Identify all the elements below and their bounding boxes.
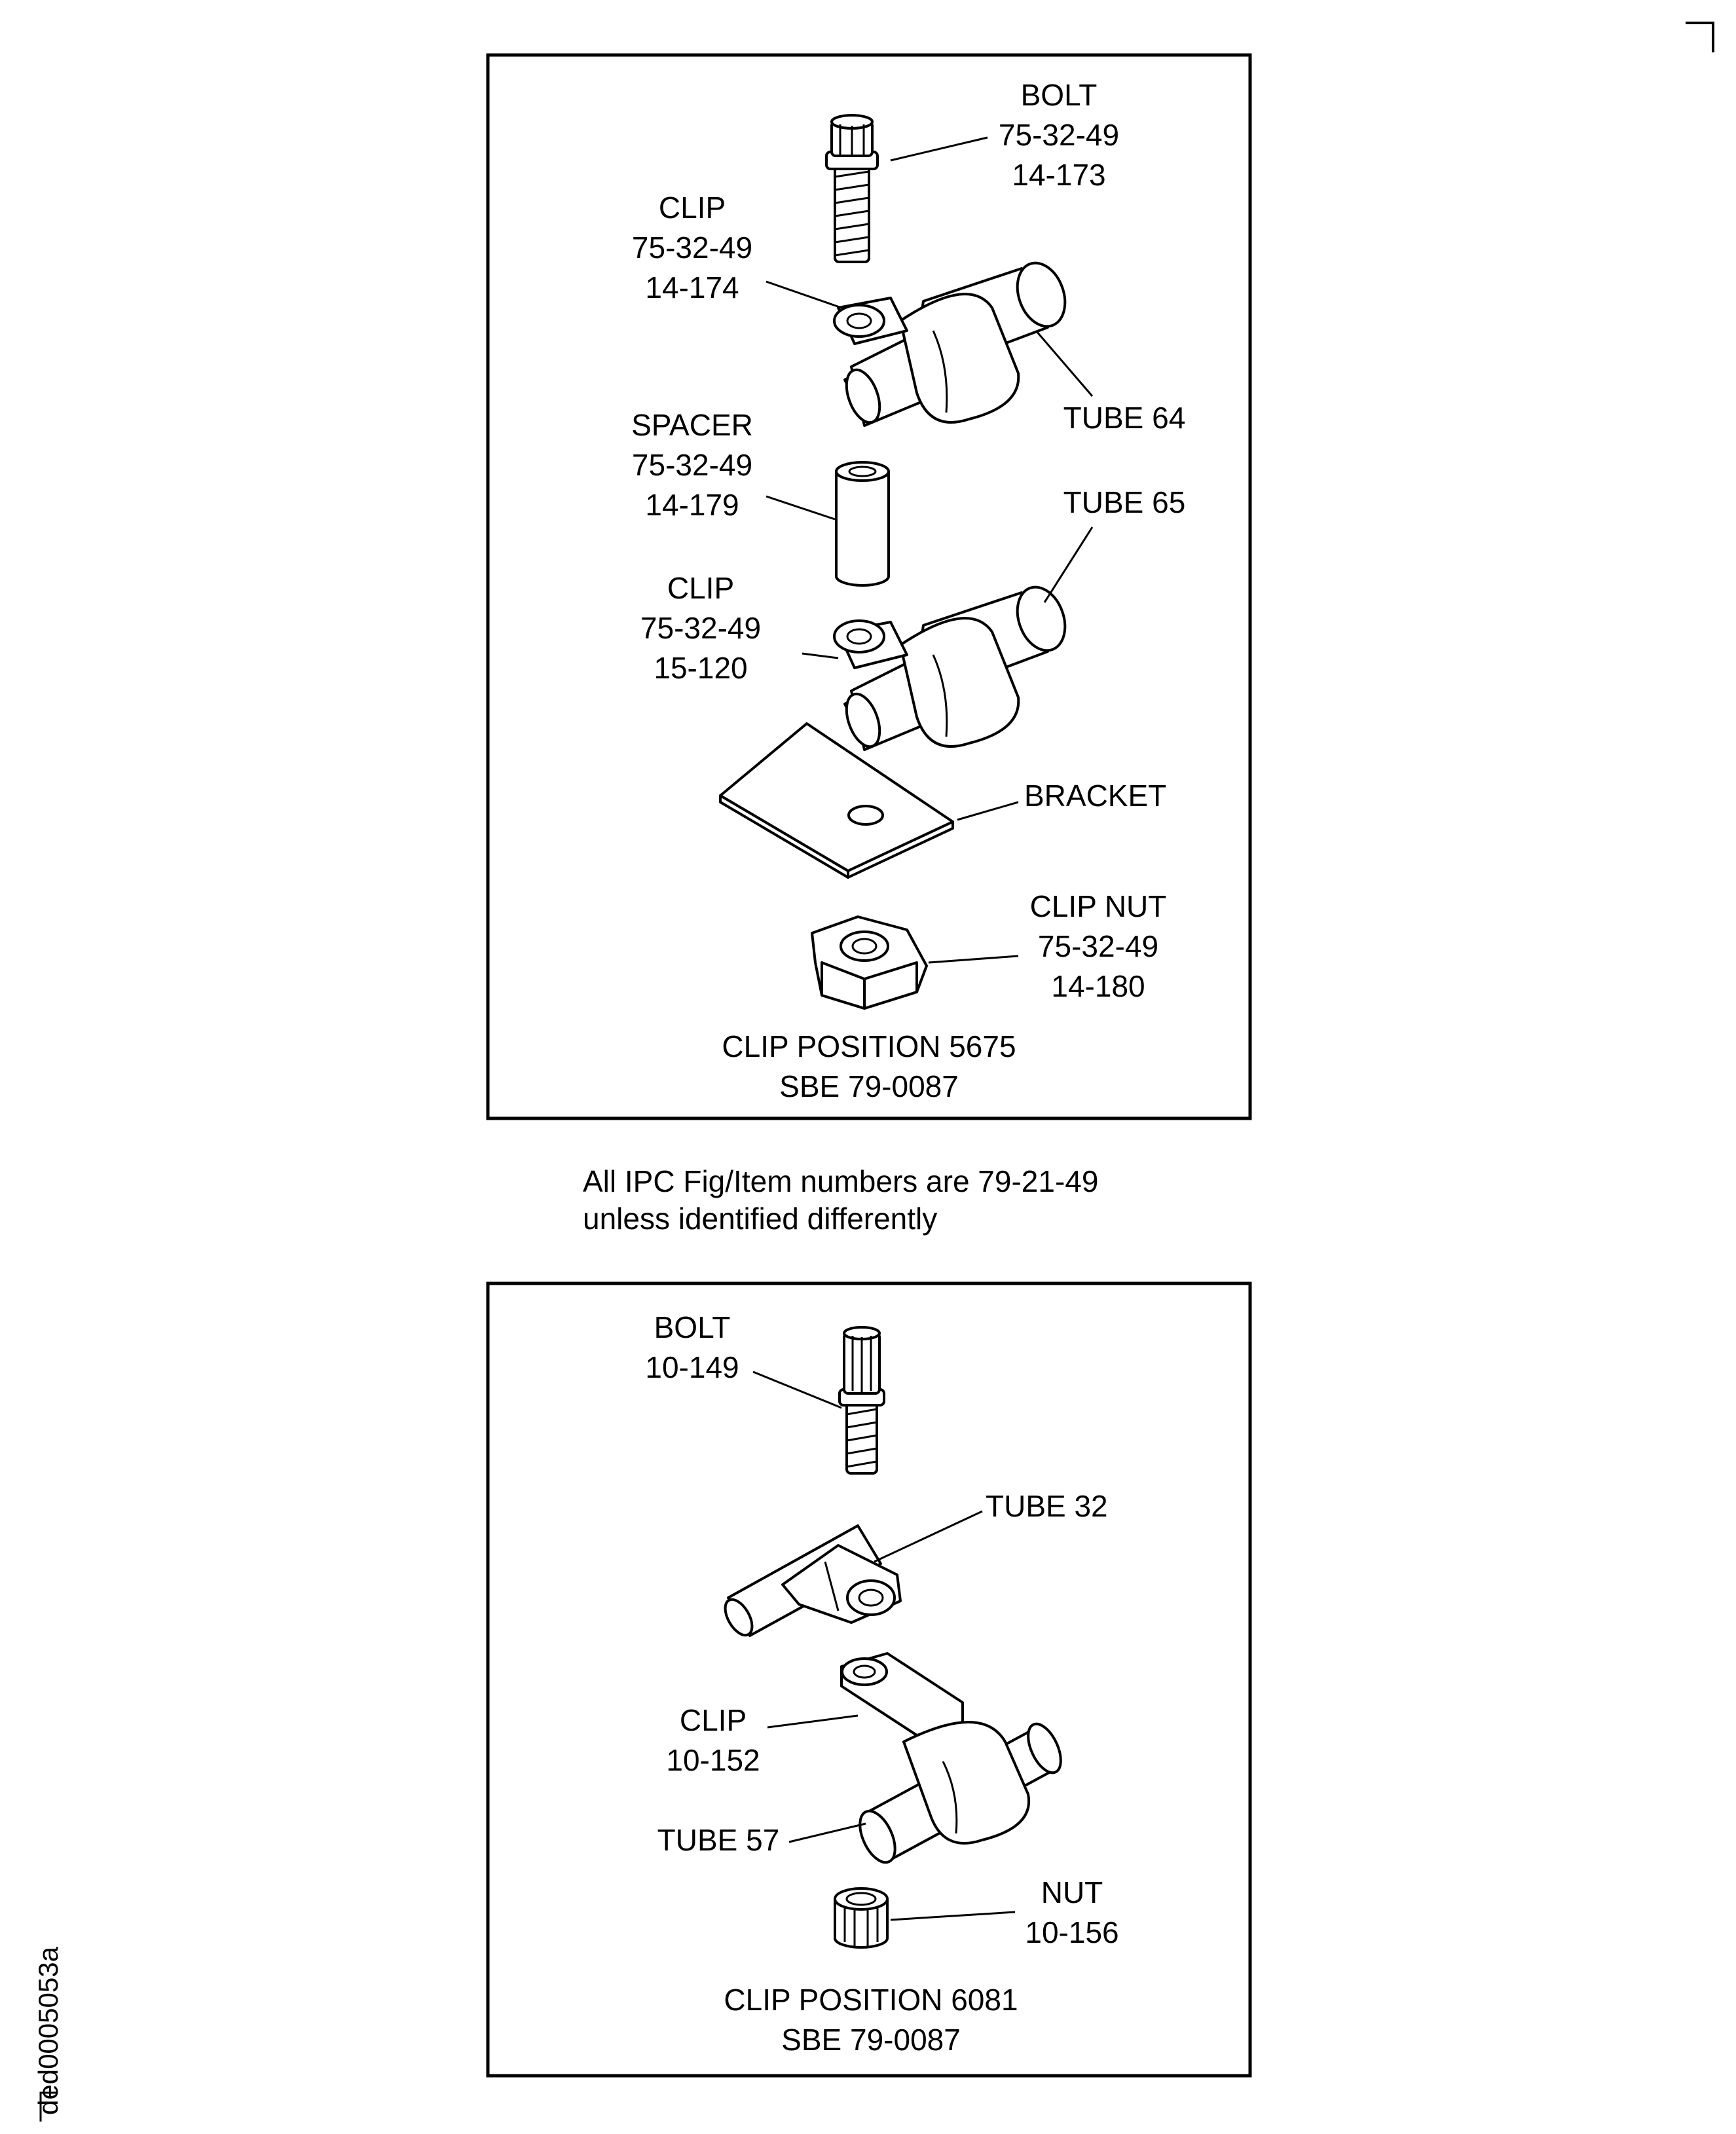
- caption-lower-position: CLIP POSITION 6081: [724, 1983, 1018, 2017]
- label-clip-upper: CLIP 75-32-49 14-174: [632, 191, 752, 304]
- label-clip-nut: CLIP NUT 75-32-49 14-180: [1030, 889, 1167, 1003]
- caption-lower-sbe: SBE 79-0087: [781, 2023, 961, 2057]
- spacer-item: 14-179: [645, 488, 739, 522]
- leader-clip-lower: [802, 652, 839, 659]
- leader-spacer: [766, 495, 836, 521]
- corner-crop-mark: [1686, 22, 1714, 52]
- clip-upper-item: 14-174: [645, 270, 739, 304]
- leader-tube-64: [1035, 330, 1094, 397]
- clip-lower-panel-name: CLIP: [680, 1703, 747, 1737]
- bolt-upper-fig: 75-32-49: [999, 118, 1119, 152]
- bolt-upper-name: BOLT: [1021, 78, 1098, 112]
- leader-bracket: [957, 801, 1019, 821]
- clip-lower-item: 15-120: [654, 651, 747, 685]
- clip-lower-panel-drawing: [840, 1652, 1062, 1864]
- clip-nut-item: 14-180: [1051, 969, 1145, 1003]
- caption-upper: CLIP POSITION 5675 SBE 79-0087: [722, 1029, 1016, 1103]
- bolt-upper-item: 14-173: [1012, 158, 1105, 192]
- lower-panel-frame: [486, 1281, 1252, 2078]
- leader-tube-65: [1043, 526, 1094, 603]
- bolt-upper-drawing: [825, 114, 879, 263]
- lower-panel: BOLT 10-149 TUBE 32 CLIP 10-152 TUBE 57 …: [486, 1281, 1252, 2078]
- nut-item: 10-156: [1025, 1915, 1118, 1949]
- label-bolt-upper: BOLT 75-32-49 14-173: [999, 78, 1119, 192]
- label-tube-64: TUBE 64: [1063, 401, 1186, 435]
- upper-panel-frame: [486, 53, 1252, 1120]
- leader-clip-upper: [766, 280, 842, 309]
- clip-lower-panel-item: 10-152: [666, 1743, 760, 1777]
- label-clip-lower-panel: CLIP 10-152: [666, 1703, 760, 1777]
- leader-tube-57: [788, 1822, 866, 1843]
- clip-upper-name: CLIP: [659, 191, 726, 225]
- clip-lower-drawing: [833, 585, 1067, 751]
- tube-32-drawing: [724, 1524, 902, 1637]
- label-tube-57: TUBE 57: [657, 1823, 780, 1857]
- caption-lower: CLIP POSITION 6081 SBE 79-0087: [724, 1983, 1018, 2057]
- bolt-lower-drawing: [838, 1326, 885, 1475]
- ipc-note-line1: All IPC Fig/Item numbers are 79-21-49: [583, 1164, 1098, 1198]
- spacer-drawing: [835, 461, 890, 587]
- caption-upper-position: CLIP POSITION 5675: [722, 1029, 1016, 1063]
- label-tube-32: TUBE 32: [986, 1489, 1108, 1523]
- clip-lower-fig: 75-32-49: [640, 611, 761, 645]
- leader-bolt-upper: [890, 136, 988, 162]
- nut-name: NUT: [1041, 1875, 1103, 1909]
- label-spacer: SPACER 75-32-49 14-179: [631, 408, 753, 522]
- spacer-fig: 75-32-49: [632, 448, 752, 482]
- spacer-name: SPACER: [631, 408, 753, 442]
- clip-upper-fig: 75-32-49: [632, 230, 752, 265]
- clip-upper-drawing: [833, 261, 1067, 427]
- label-bracket: BRACKET: [1024, 779, 1166, 813]
- leader-bolt-lower: [752, 1371, 842, 1409]
- figure-id: ded0005053a: [33, 1946, 64, 2115]
- upper-panel: BOLT 75-32-49 14-173 CLIP 75-32-49 14-17…: [486, 53, 1252, 1120]
- nut-drawing: [834, 1887, 889, 1949]
- ipc-note: All IPC Fig/Item numbers are 79-21-49 un…: [583, 1164, 1098, 1236]
- ipc-note-line2: unless identified differently: [583, 1202, 937, 1236]
- label-clip-lower: CLIP 75-32-49 15-120: [640, 571, 761, 685]
- label-tube-65: TUBE 65: [1063, 485, 1186, 519]
- bracket-drawing: [719, 722, 954, 879]
- bolt-lower-item: 10-149: [645, 1350, 739, 1384]
- leader-tube-32: [874, 1510, 983, 1563]
- clip-nut-name: CLIP NUT: [1030, 889, 1167, 923]
- figure-id-mark: [39, 2091, 58, 2122]
- clip-nut-fig: 75-32-49: [1038, 929, 1158, 963]
- bolt-lower-name: BOLT: [654, 1310, 731, 1344]
- leader-clip-nut: [928, 955, 1019, 964]
- leader-clip-lower-panel: [767, 1714, 859, 1729]
- clip-lower-name: CLIP: [667, 571, 734, 605]
- clip-nut-drawing: [811, 915, 928, 1010]
- label-bolt-lower: BOLT 10-149: [645, 1310, 739, 1384]
- caption-upper-sbe: SBE 79-0087: [779, 1069, 959, 1103]
- leader-nut: [890, 1911, 1016, 1921]
- label-nut: NUT 10-156: [1025, 1875, 1118, 1949]
